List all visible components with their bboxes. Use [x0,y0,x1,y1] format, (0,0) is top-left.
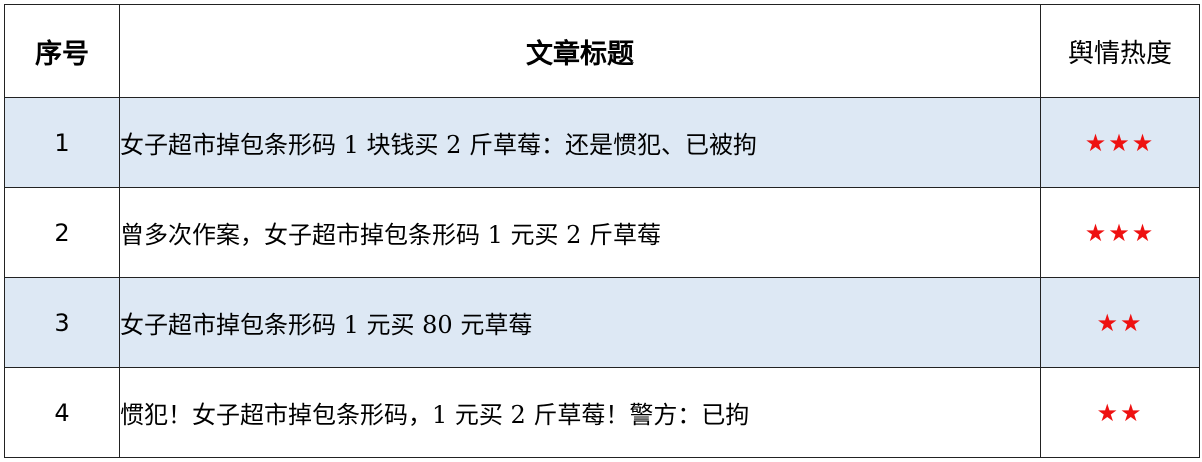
column-header-heat: 舆情热度 [1040,4,1200,98]
article-title-cell: 女子超市掉包条形码 1 块钱买 2 斤草莓：还是惯犯、已被拘 [119,97,1041,188]
column-header-index: 序号 [4,4,120,98]
news-sentiment-table: 序号 文章标题 舆情热度 1 女子超市掉包条形码 1 块钱买 2 斤草莓：还是惯… [4,4,1200,458]
heat-stars: ★★★ [1040,187,1200,278]
article-title-cell: 惯犯！女子超市掉包条形码，1 元买 2 斤草莓！警方：已拘 [119,367,1041,458]
article-title-cell: 曾多次作案，女子超市掉包条形码 1 元买 2 斤草莓 [119,187,1041,278]
row-index-cell: 4 [4,367,120,458]
table-body: 1 女子超市掉包条形码 1 块钱买 2 斤草莓：还是惯犯、已被拘 ★★★ 2 曾… [4,97,1200,458]
heat-stars: ★★ [1040,367,1200,458]
header-row: 序号 文章标题 舆情热度 [4,4,1200,98]
table-row: 3 女子超市掉包条形码 1 元买 80 元草莓 ★★ [4,277,1200,368]
row-index-cell: 1 [4,97,120,188]
heat-stars: ★★★ [1040,97,1200,188]
column-header-title: 文章标题 [119,4,1041,98]
table-row: 1 女子超市掉包条形码 1 块钱买 2 斤草莓：还是惯犯、已被拘 ★★★ [4,97,1200,188]
table-row: 4 惯犯！女子超市掉包条形码，1 元买 2 斤草莓！警方：已拘 ★★ [4,367,1200,458]
row-index-cell: 2 [4,187,120,278]
article-title-cell: 女子超市掉包条形码 1 元买 80 元草莓 [119,277,1041,368]
row-index-cell: 3 [4,277,120,368]
table-header: 序号 文章标题 舆情热度 [4,4,1200,98]
table-row: 2 曾多次作案，女子超市掉包条形码 1 元买 2 斤草莓 ★★★ [4,187,1200,278]
heat-stars: ★★ [1040,277,1200,368]
